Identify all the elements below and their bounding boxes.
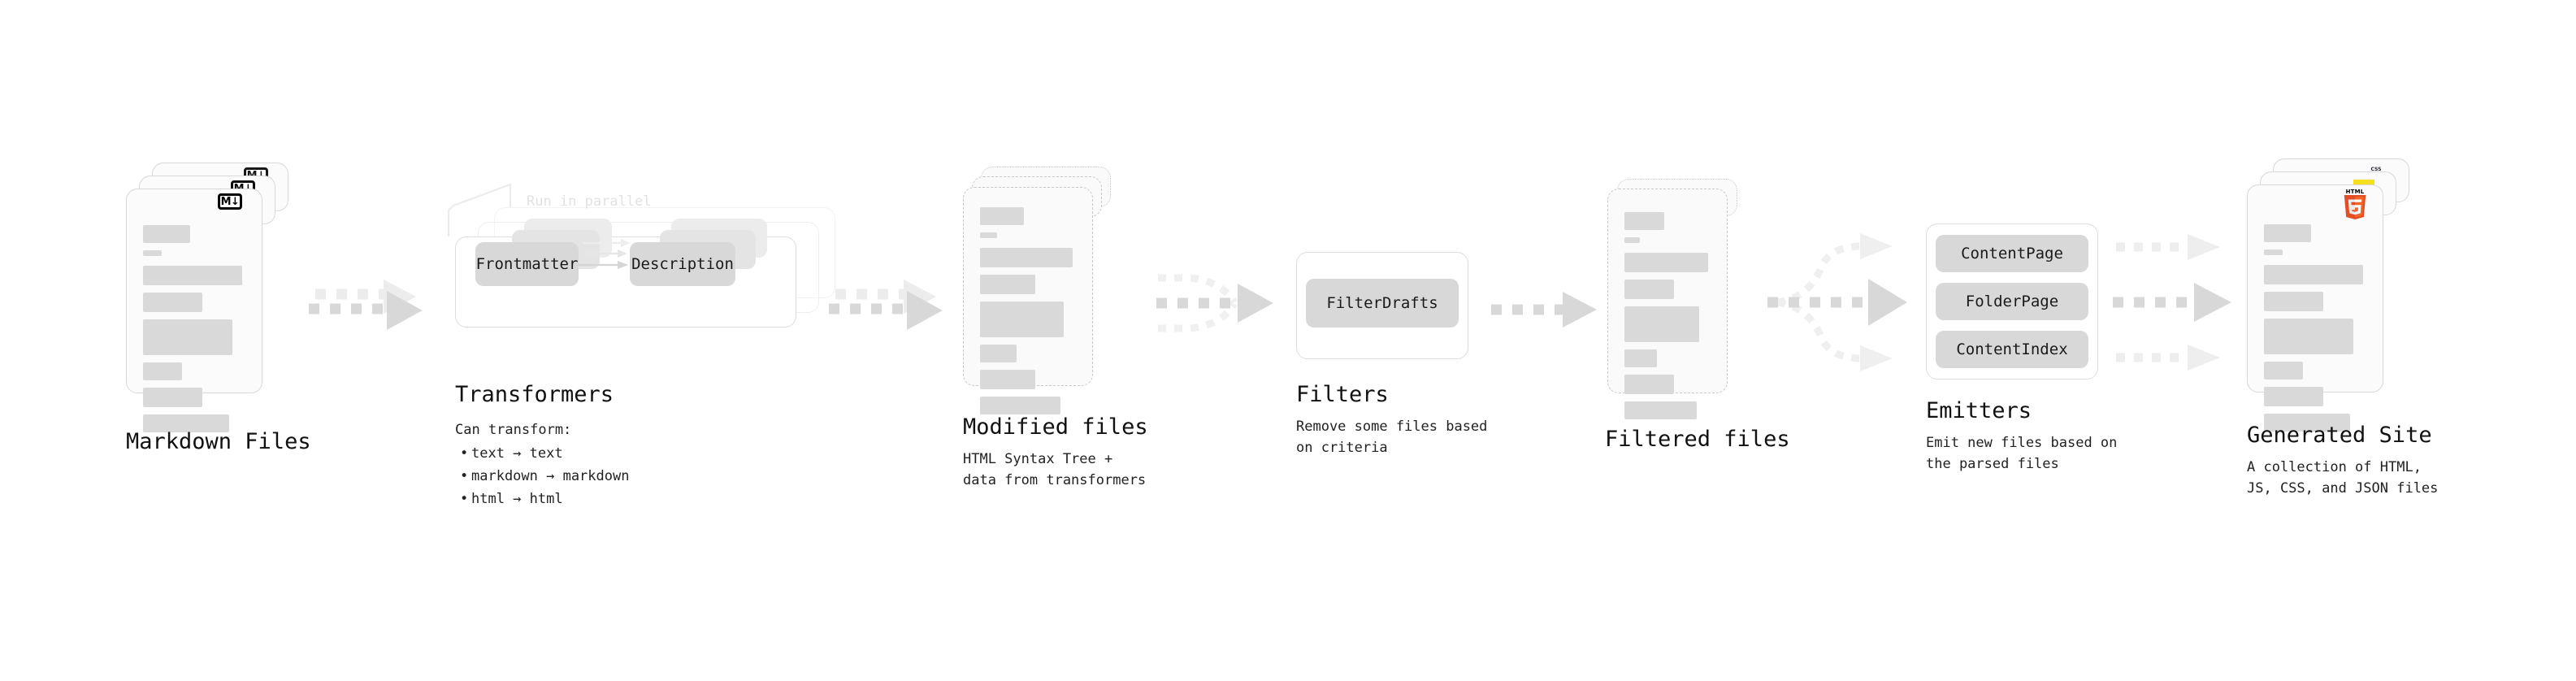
doc-line: [980, 301, 1064, 337]
doc-line: [143, 362, 182, 380]
generated-site-title: Generated Site: [2247, 423, 2432, 448]
html5-logo-wordmark: HTML: [2345, 189, 2365, 195]
doc-line: [2264, 249, 2283, 255]
run-in-parallel-annotation: Run in parallel: [527, 193, 652, 210]
generated-site-stack: CSS HTML: [2247, 158, 2409, 432]
doc-line: [143, 388, 203, 407]
modified-card-front[interactable]: [963, 187, 1093, 414]
run-in-parallel-leader: [447, 183, 512, 236]
filters-title: Filters: [1296, 382, 1389, 407]
transformer-chip-label: Description: [631, 255, 734, 273]
emitter-chip-folderpage[interactable]: FolderPage: [1936, 283, 2088, 320]
doc-line: [1624, 237, 1641, 243]
markdown-logo-letter: M: [220, 195, 232, 208]
doc-line: [980, 248, 1073, 267]
doc-line: [2264, 224, 2311, 242]
filtered-card-content: [1608, 189, 1727, 427]
emitter-chip-label: FolderPage: [1965, 293, 2059, 310]
doc-line: [980, 397, 1061, 414]
transformers-capability-item: markdown → markdown: [457, 465, 629, 488]
filters-subtitle: Remove some files based on criteria: [1296, 419, 1488, 457]
markdown-logo-icon: M↓: [218, 193, 242, 210]
markdown-card-content: [127, 189, 262, 440]
generated-card-content: [2248, 185, 2383, 439]
arrow-filters-to-filtered: [1491, 292, 1597, 327]
doc-line: [980, 207, 1025, 225]
filter-chip-label: FilterDrafts: [1326, 294, 1438, 312]
generated-card-front[interactable]: [2247, 184, 2383, 432]
doc-line: [2264, 319, 2353, 354]
emitter-chip-contentpage[interactable]: ContentPage: [1936, 235, 2088, 272]
transformer-chip-label: Frontmatter: [475, 255, 579, 273]
arrow-transformers-to-modified: [829, 280, 943, 330]
doc-line: [2264, 362, 2303, 380]
modified-files-title: Modified files: [963, 414, 1148, 440]
html5-logo-icon: HTML: [2343, 189, 2367, 220]
transformer-chip-frontmatter[interactable]: Frontmatter: [475, 242, 579, 286]
filter-chip-filterdrafts[interactable]: FilterDrafts: [1306, 279, 1459, 327]
transformers-capability-item: text → text: [457, 442, 629, 465]
doc-line: [143, 293, 203, 312]
markdown-card-front[interactable]: [126, 189, 262, 432]
doc-line: [143, 414, 229, 432]
emitters-subtitle: Emit new files based on the parsed files: [1926, 435, 2118, 473]
generated-site-subtitle: A collection of HTML, JS, CSS, and JSON …: [2247, 459, 2439, 497]
arrow-modified-to-filters-fanin: [1156, 274, 1273, 332]
transformers-capability-list: text → text markdown → markdown html → h…: [457, 442, 629, 510]
html5-shield-glyph: [2344, 195, 2366, 219]
transformers-capability-item: html → html: [457, 488, 629, 510]
arrow-filtered-to-emitters-fanout: [1767, 233, 1907, 371]
css-logo-label: CSS: [2370, 167, 2382, 172]
doc-line: [143, 225, 190, 243]
markdown-files-title: Markdown Files: [126, 429, 311, 454]
doc-line: [143, 250, 162, 256]
transformers-capability-items: text → text markdown → markdown html → h…: [457, 442, 629, 510]
doc-line: [1624, 349, 1658, 367]
doc-line: [143, 266, 243, 285]
markdown-logo-arrow: ↓: [231, 195, 240, 208]
doc-line: [1624, 212, 1664, 230]
doc-line: [143, 319, 232, 355]
filtered-files-title: Filtered files: [1605, 427, 1790, 452]
emitter-chip-contentindex[interactable]: ContentIndex: [1936, 331, 2088, 368]
emitters-title: Emitters: [1926, 398, 2032, 423]
doc-line: [1624, 306, 1700, 342]
doc-line: [980, 232, 998, 238]
transformer-chip-description[interactable]: Description: [630, 242, 735, 286]
doc-line: [980, 275, 1036, 294]
doc-line: [1624, 280, 1675, 299]
arrow-emitters-to-site: [2113, 234, 2231, 371]
doc-line: [2264, 414, 2350, 432]
emitter-chip-label: ContentIndex: [1956, 340, 2068, 358]
arrow-markdown-to-transformers: [309, 280, 423, 330]
transformers-intro: Can transform:: [455, 422, 572, 438]
doc-line: [2264, 292, 2324, 311]
doc-line: [1624, 253, 1708, 272]
transformers-inner-arrows: [577, 239, 631, 269]
filtered-card-front[interactable]: [1607, 189, 1728, 419]
transformers-title: Transformers: [455, 382, 614, 407]
doc-line: [2264, 387, 2324, 406]
modified-card-content: [964, 188, 1092, 422]
doc-line: [2264, 265, 2364, 284]
doc-line: [980, 370, 1036, 389]
doc-line: [1624, 401, 1698, 419]
emitter-chip-label: ContentPage: [1961, 245, 2063, 262]
modified-files-subtitle: HTML Syntax Tree + data from transformer…: [963, 451, 1147, 489]
doc-line: [1624, 375, 1675, 394]
doc-line: [980, 345, 1017, 362]
